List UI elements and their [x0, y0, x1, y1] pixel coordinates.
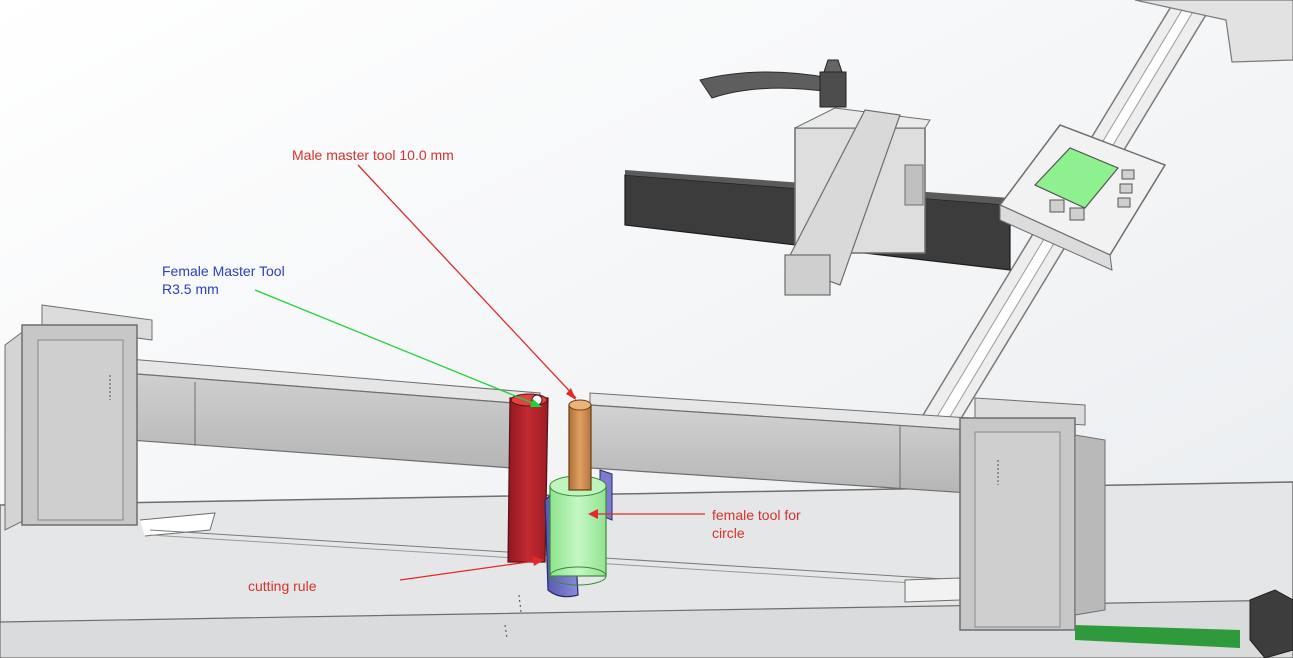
female-tool-circle-bottom	[549, 566, 607, 586]
female-tool-circle-label-line1: female tool for	[712, 507, 801, 523]
knob-icon	[1249, 589, 1293, 658]
arrow-cutting-rule	[532, 556, 544, 566]
leader-cutting-rule	[399, 559, 543, 581]
clamp-window	[904, 164, 924, 206]
female-master-tool-label-line1: Female Master Tool	[162, 263, 285, 279]
female-master-tool-label: Female Master Tool R3.5 mm	[162, 262, 285, 298]
male-master-tool-label: Male master tool 10.0 mm	[292, 147, 454, 163]
base-small-mark-2	[504, 624, 508, 639]
top-right-block	[1134, 0, 1293, 63]
leader-female-master-tool	[254, 289, 541, 407]
right-block-face	[974, 431, 1061, 628]
cutting-rule-label: cutting rule	[248, 578, 317, 594]
arrow-female-master-tool	[530, 399, 542, 407]
leader-male-master-tool	[357, 164, 577, 399]
female-tool-circle-label-line2: circle	[712, 525, 745, 541]
green-strip	[1075, 625, 1240, 648]
clamp-foot	[784, 254, 831, 296]
arrow-male-master-tool	[566, 388, 576, 400]
female-tool-circle	[549, 485, 607, 577]
left-block-face	[37, 339, 124, 521]
base-slot-right	[904, 577, 961, 603]
clamp-lever-icon	[699, 59, 847, 108]
digital-gauge-icon	[998, 124, 1167, 271]
male-master-tool-top	[568, 399, 592, 411]
female-master-tool-label-line2: R3.5 mm	[162, 281, 219, 297]
female-master-tool	[507, 397, 549, 563]
male-master-tool	[568, 404, 592, 491]
right-block-side	[1074, 434, 1106, 616]
arrow-female-tool-circle	[588, 509, 598, 519]
gauge-screen	[1033, 147, 1119, 209]
female-tool-circle-label: female tool for circle	[712, 506, 801, 542]
